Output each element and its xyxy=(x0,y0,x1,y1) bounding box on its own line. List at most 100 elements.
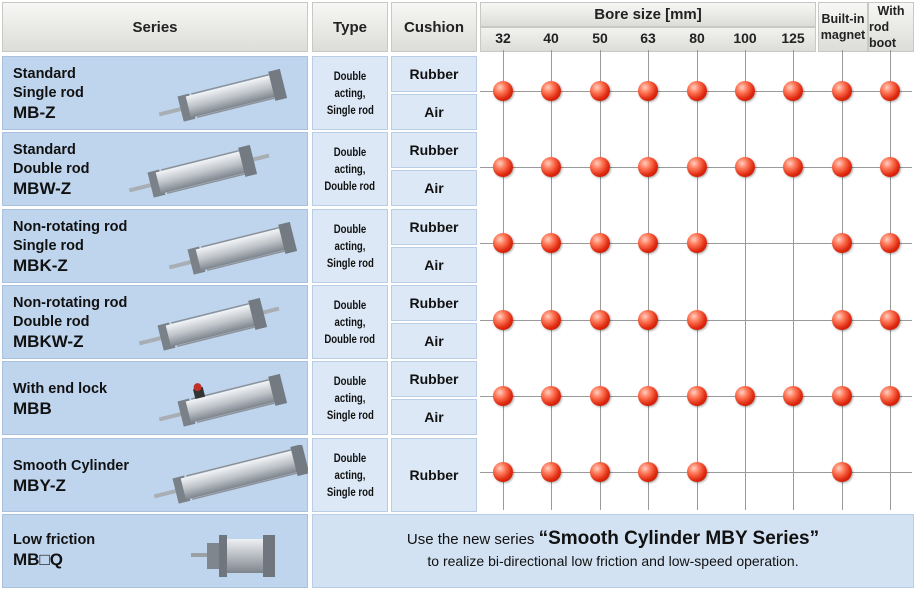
availability-dot xyxy=(783,157,803,177)
series-name-line1: With end lock xyxy=(13,381,108,397)
availability-dot xyxy=(638,462,658,482)
series-name-line1: Standard xyxy=(13,66,76,82)
availability-dot xyxy=(493,310,513,330)
cushion-rubber-mbw-z: Rubber xyxy=(391,132,477,168)
type-line2: Single rod xyxy=(326,255,374,270)
type-cell-mby-z: Double acting,Single rod xyxy=(312,438,388,512)
header-cushion-label: Cushion xyxy=(404,18,464,36)
bore-label-80: 80 xyxy=(689,30,705,46)
series-name-line2: Double rod xyxy=(13,161,90,177)
type-line1: Double acting, xyxy=(333,373,367,405)
header-bore-size: Bore size [mm] xyxy=(480,2,816,27)
cylinder-image-mbb xyxy=(153,368,313,439)
availability-dot xyxy=(493,81,513,101)
cylinder-image-low-friction xyxy=(191,535,275,577)
type-line2: Single rod xyxy=(326,484,374,499)
low-friction-note: Use the new series “Smooth Cylinder MBY … xyxy=(312,514,914,588)
builtin-line1: Built-in xyxy=(821,12,865,26)
type-cell-mbw-z: Double acting, Double rod xyxy=(312,132,388,206)
header-series: Series xyxy=(2,2,308,52)
header-builtin-magnet: Built-in magnet xyxy=(818,2,868,52)
bore-label-40: 40 xyxy=(543,30,559,46)
series-code: MB-Z xyxy=(13,103,56,122)
availability-dot xyxy=(638,310,658,330)
header-type: Type xyxy=(312,2,388,52)
series-cell-low-friction: Low friction MB□Q xyxy=(2,514,308,588)
series-code: MBW-Z xyxy=(13,179,72,198)
cushion-rubber-mby-z: Rubber xyxy=(391,438,477,512)
availability-dot xyxy=(735,81,755,101)
availability-dot xyxy=(783,386,803,406)
series-name-line1: Non-rotating rod xyxy=(13,295,128,311)
type-line2: Single rod xyxy=(326,102,374,117)
availability-dot xyxy=(493,386,513,406)
availability-dot xyxy=(590,157,610,177)
low-friction-code: MB□Q xyxy=(13,550,63,569)
availability-dot xyxy=(687,462,707,482)
cushion-air-mbw-z: Air xyxy=(391,170,477,206)
header-rod-boot: With rod boot xyxy=(868,2,914,52)
availability-dot xyxy=(880,233,900,253)
series-name-line1: Smooth Cylinder xyxy=(13,458,130,474)
availability-dot xyxy=(783,81,803,101)
type-line1: Double acting, xyxy=(333,144,367,176)
series-name-line2: Single rod xyxy=(13,238,84,254)
availability-dot xyxy=(880,386,900,406)
availability-dot xyxy=(541,386,561,406)
header-cushion: Cushion xyxy=(391,2,477,52)
grid-column-line xyxy=(600,50,601,510)
grid-column-line xyxy=(551,50,552,510)
type-cell-mbkw-z: Double acting,Double rod xyxy=(312,285,388,359)
series-code: MBY-Z xyxy=(13,476,66,495)
availability-dot xyxy=(590,233,610,253)
availability-dot xyxy=(832,386,852,406)
cushion-rubber-mbk-z: Rubber xyxy=(391,209,477,245)
type-line2: Double rod xyxy=(324,178,376,193)
availability-dot xyxy=(590,462,610,482)
bore-label-63: 63 xyxy=(640,30,656,46)
availability-dot xyxy=(735,157,755,177)
cylinder-image-mbw-z xyxy=(123,139,283,210)
availability-dot xyxy=(832,233,852,253)
availability-dot xyxy=(541,310,561,330)
availability-dot xyxy=(880,310,900,330)
cylinder-image-mb-z xyxy=(153,63,313,134)
availability-dot xyxy=(832,81,852,101)
type-line1: Double acting, xyxy=(333,221,367,253)
availability-dot xyxy=(541,233,561,253)
type-line2: Single rod xyxy=(326,407,374,422)
cushion-air-mbkw-z: Air xyxy=(391,323,477,359)
type-cell-mbb: Double acting, Single rod xyxy=(312,361,388,435)
availability-dot xyxy=(590,81,610,101)
availability-dot xyxy=(638,233,658,253)
rodboot-line1: With xyxy=(877,4,905,18)
bore-label-125: 125 xyxy=(781,30,805,46)
availability-dot xyxy=(735,386,755,406)
availability-dot xyxy=(493,233,513,253)
type-line1: Double acting, xyxy=(333,68,367,100)
grid-column-line xyxy=(890,50,891,510)
series-code: MBK-Z xyxy=(13,256,68,275)
rodboot-line2: rod boot xyxy=(869,20,897,50)
series-code: MBKW-Z xyxy=(13,332,84,351)
cylinder-image-mby-z xyxy=(148,444,310,516)
availability-dot xyxy=(880,81,900,101)
availability-dot xyxy=(638,386,658,406)
header-bore-size-label: Bore size [mm] xyxy=(594,6,702,23)
availability-dot xyxy=(638,81,658,101)
grid-column-line xyxy=(842,50,843,510)
builtin-line2: magnet xyxy=(820,28,866,42)
cylinder-image-mbk-z xyxy=(163,216,323,287)
availability-dot xyxy=(638,157,658,177)
type-cell-mbk-z: Double acting, Single rod xyxy=(312,209,388,283)
note-series-name: “Smooth Cylinder MBY Series” xyxy=(538,528,820,549)
availability-dot xyxy=(687,81,707,101)
